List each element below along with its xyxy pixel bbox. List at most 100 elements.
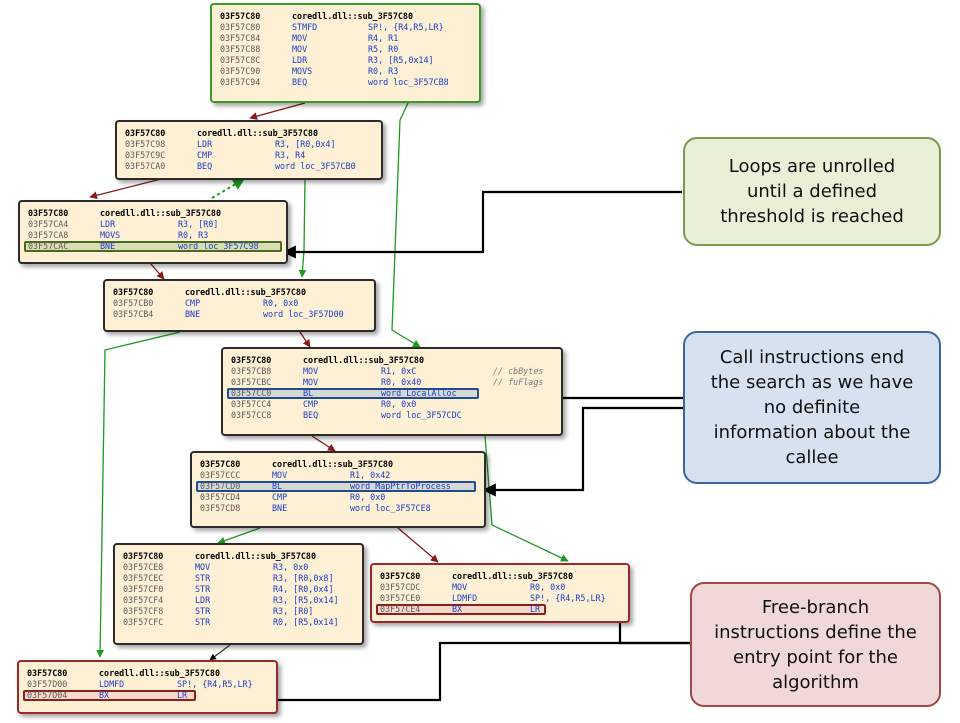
- instr-mnemonic: MOV: [303, 377, 319, 387]
- block-function-name: coredll.dll::sub_3F57C80: [452, 571, 574, 581]
- block-address: 03F57C80: [113, 287, 154, 297]
- block-address: 03F57C80: [27, 668, 68, 678]
- callout-line: information about the: [713, 422, 911, 443]
- edge-true: [484, 435, 569, 562]
- block-address: 03F57C80: [380, 571, 421, 581]
- callout-line: no definite: [763, 397, 861, 418]
- instr-operands: word loc_3F57CDC: [381, 410, 462, 420]
- callout-line: algorithm: [772, 671, 859, 693]
- instr-operands: R0, R3: [368, 66, 399, 76]
- instr-address: 03F57CB0: [113, 298, 154, 308]
- edge-true: [391, 102, 421, 348]
- instr-address: 03F57CC0: [231, 388, 272, 398]
- instr-operands: R4, [R0,0x4]: [273, 584, 334, 594]
- instr-operands: R0, [R5,0x14]: [273, 617, 339, 627]
- instr-operands: R1, 0xC: [381, 366, 417, 376]
- instr-address: 03F57C84: [220, 33, 261, 43]
- callout-pointer: [482, 406, 683, 497]
- instr-operands: R0, R3: [178, 230, 209, 240]
- instr-mnemonic: MOV: [292, 33, 308, 43]
- instr-mnemonic: MOV: [292, 44, 308, 54]
- instr-mnemonic: MOV: [303, 366, 319, 376]
- callout-pointer: [202, 641, 690, 707]
- instr-mnemonic: LDMFD: [99, 679, 125, 689]
- instr-mnemonic: BEQ: [303, 410, 319, 420]
- block-function-name: coredll.dll::sub_3F57C80: [197, 128, 319, 138]
- instr-operands: word LocalAlloc: [381, 388, 457, 398]
- instr-address: 03F57D04: [27, 690, 68, 700]
- instr-address: 03F57CA4: [28, 219, 69, 229]
- callout-line: until a defined: [746, 181, 878, 202]
- instr-comment: // fuFlags: [493, 377, 544, 387]
- instr-mnemonic: BNE: [100, 241, 116, 251]
- callout-free-branch: Free-branch instructions define the entr…: [690, 582, 941, 707]
- instr-address: 03F57C8C: [220, 55, 261, 65]
- instr-address: 03F57CAC: [28, 241, 69, 251]
- code-block: 03F57C80 coredll.dll::sub_3F57C80 03F57CD…: [370, 563, 630, 623]
- instr-operands: R3, [R0]: [273, 606, 314, 616]
- block-address: 03F57C80: [231, 355, 272, 365]
- block-address: 03F57C80: [125, 128, 166, 138]
- call-highlight: [227, 388, 479, 399]
- instr-comment: // cbBytes: [493, 366, 544, 376]
- instr-address: 03F57CE0: [380, 593, 421, 603]
- instr-operands: R3, [R5,0x14]: [273, 595, 339, 605]
- block-function-name: coredll.dll::sub_3F57C80: [99, 668, 221, 678]
- instr-address: 03F57CEC: [123, 573, 164, 583]
- block-function-name: coredll.dll::sub_3F57C80: [303, 355, 425, 365]
- instr-mnemonic: BX: [99, 690, 110, 700]
- exit-highlight: [23, 690, 196, 701]
- instr-operands: R0, 0x0: [530, 582, 566, 592]
- edge-false: [311, 435, 336, 452]
- instr-mnemonic: MOV: [272, 470, 288, 480]
- code-block: 03F57C80 coredll.dll::sub_3F57C80 03F57D0…: [17, 660, 278, 714]
- instr-operands: LR: [177, 690, 188, 700]
- callout-line: Free-branch: [761, 596, 870, 618]
- instr-mnemonic: LDMFD: [452, 593, 478, 603]
- instr-address: 03F57C80: [220, 22, 261, 32]
- block-function-name: coredll.dll::sub_3F57C80: [292, 11, 414, 21]
- callout-line: Call instructions end: [719, 347, 905, 368]
- instr-mnemonic: MOV: [195, 562, 211, 572]
- instr-address: 03F57CE4: [380, 604, 421, 614]
- instr-mnemonic: BL: [272, 481, 283, 491]
- edge-false: [299, 331, 311, 348]
- instr-operands: word loc_3F57CB8: [368, 77, 449, 87]
- instr-address: 03F57C94: [220, 77, 261, 87]
- callout-line: instructions define the: [714, 621, 917, 643]
- instruction-row: 03F57D04 BX LR: [23, 690, 270, 701]
- block-address: 03F57C80: [200, 459, 241, 469]
- callout-call-instructions: Call instructions end the search as we h…: [683, 331, 941, 484]
- instr-operands: R3, [R5,0x14]: [368, 55, 434, 65]
- instr-operands: SP!, {R4,R5,LR}: [368, 22, 444, 32]
- instr-address: 03F57C90: [220, 66, 261, 76]
- instruction-row: 03F57CC8 BEQ word loc_3F57CDC: [231, 410, 555, 421]
- instr-operands: R3, [R0,0x8]: [273, 573, 334, 583]
- instr-address: 03F57CC8: [231, 410, 272, 420]
- instr-operands: word MapPtrToProcess: [350, 481, 451, 491]
- instr-mnemonic: BEQ: [197, 161, 213, 171]
- instr-mnemonic: LDR: [197, 139, 213, 149]
- instr-operands: word loc_3F57C98: [178, 241, 259, 251]
- instr-address: 03F57CF4: [123, 595, 164, 605]
- instr-mnemonic: BX: [452, 604, 463, 614]
- edge-true: [217, 527, 261, 545]
- callout-pointer: [282, 190, 682, 259]
